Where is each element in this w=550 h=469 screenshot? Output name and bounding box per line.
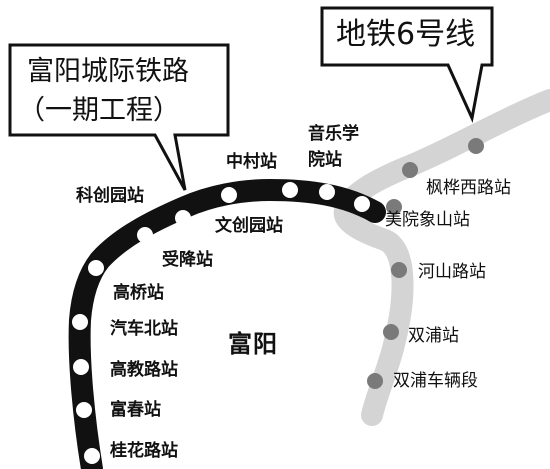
station-dot-fuyang-end[interactable] <box>354 196 370 212</box>
callout-fuyang-subtitle: （一期工程） <box>18 95 180 126</box>
label-gaojiao: 高教路站 <box>110 360 178 380</box>
label-guihua: 桂花路站 <box>110 441 178 461</box>
station-dot-heshan[interactable] <box>391 262 407 278</box>
label-kechuang: 科创园站 <box>76 186 144 206</box>
station-dot-wenchuang[interactable] <box>221 187 237 203</box>
label-qiche: 汽车北站 <box>110 319 178 339</box>
station-dot-gaojiao[interactable] <box>73 359 89 375</box>
station-dot-kechuang[interactable] <box>175 210 191 226</box>
station-dot-zhongcun[interactable] <box>282 182 298 198</box>
label-shouxiang: 受降站 <box>162 250 213 270</box>
callout-metro-6 <box>320 6 494 123</box>
callout-metro6-title: 地铁6号线 <box>336 17 476 52</box>
station-dot-fuchun[interactable] <box>76 402 92 418</box>
label-gaoqiao: 高桥站 <box>113 283 164 303</box>
station-dot-fenghua-2[interactable] <box>402 162 418 178</box>
station-dot-fenghua[interactable] <box>468 138 484 154</box>
station-dot-yinyue[interactable] <box>319 184 335 200</box>
metro-line-6-track <box>333 89 550 426</box>
station-dot-gaoqiao[interactable] <box>88 260 104 276</box>
label-shuangpu: 双浦站 <box>408 326 459 346</box>
label-wenchuang: 文创园站 <box>215 216 283 236</box>
label-fenghua: 枫桦西路站 <box>426 178 511 198</box>
label-meiyuan: 美院象山站 <box>385 210 470 230</box>
station-dot-guihua[interactable] <box>84 448 100 464</box>
station-dot-qiche[interactable] <box>72 314 88 330</box>
station-dot-shuangpu-depot[interactable] <box>367 373 383 389</box>
label-heshan: 河山路站 <box>418 262 486 282</box>
callout-fuyang-title: 富阳城际铁路 <box>27 56 189 87</box>
label-shuangpu-depot: 双浦车辆段 <box>393 371 478 391</box>
station-dot-shuangpu[interactable] <box>383 324 399 340</box>
label-fuchun: 富春站 <box>110 400 161 420</box>
station-dot-meiyuan[interactable] <box>386 199 402 215</box>
station-dot-shouxiang[interactable] <box>137 227 153 243</box>
city-label-fuyang: 富阳 <box>228 330 278 358</box>
label-yinyue-line2: 院站 <box>308 150 342 170</box>
label-zhongcun: 中村站 <box>226 152 277 172</box>
label-yinyue-line1: 音乐学 <box>308 124 359 144</box>
callout-fuyang-railway <box>8 43 230 191</box>
